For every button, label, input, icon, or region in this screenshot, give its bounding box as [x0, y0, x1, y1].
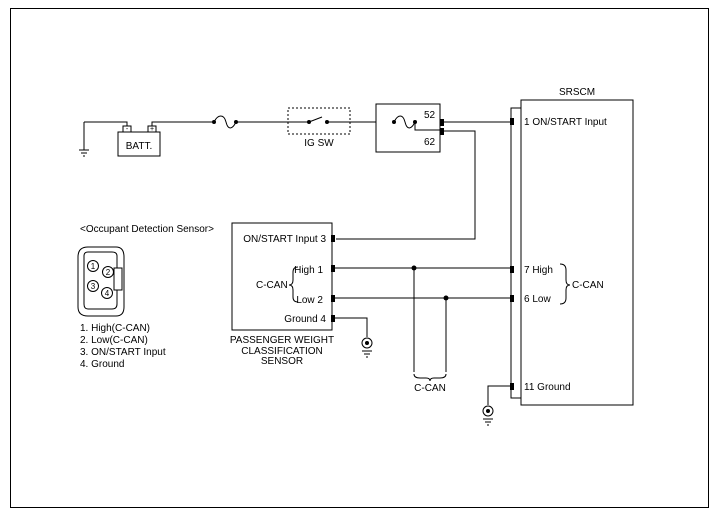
battery: - + BATT. — [117, 125, 161, 157]
srscm-can-label: C-CAN — [572, 280, 604, 291]
sensor-pin-low: Low 2 — [296, 295, 323, 306]
sensor-caption-line-1: PASSENGER WEIGHT — [230, 335, 334, 346]
battery-ground-symbol — [79, 122, 89, 157]
sensor-pin-high: High 1 — [294, 265, 323, 276]
connector-legend-3: 3. ON/START Input — [80, 347, 166, 358]
connector-pin-4: 4 — [105, 289, 110, 298]
srscm-pin-low: 6 Low — [524, 294, 551, 305]
connector-legend-2: 2. Low(C-CAN) — [80, 335, 148, 346]
battery-ground-wire — [84, 121, 128, 126]
connector-pin-3: 3 — [91, 282, 96, 291]
battery-pos-sign: + — [150, 126, 154, 133]
fuse-block-pin-62: 62 — [424, 137, 436, 148]
weight-sensor: ON/START Input 3 High 1 Low 2 Ground 4 C… — [230, 222, 335, 367]
sensor-can-label: C-CAN — [256, 280, 288, 291]
sensor-caption-line-3: SENSOR — [261, 356, 303, 367]
srscm-can-brace — [559, 263, 571, 305]
wire-62-to-sensor — [336, 130, 476, 240]
main-fuse-symbol — [212, 115, 238, 129]
sensor-caption-line-2: CLASSIFICATION — [241, 346, 323, 357]
connector-pin-2: 2 — [106, 268, 111, 277]
connector-face: 1 2 3 4 — [77, 246, 125, 317]
fuse-block: 52 62 — [375, 103, 444, 153]
battery-neg-sign: - — [126, 126, 129, 133]
can-bus-label: C-CAN — [414, 383, 446, 394]
srscm-pin-high: 7 High — [524, 265, 553, 276]
diagram-frame — [10, 8, 709, 508]
ig-switch-label: IG SW — [304, 138, 334, 149]
fuse-block-pin-52: 52 — [424, 110, 436, 121]
srscm-pin-on-start: 1 ON/START Input — [524, 117, 607, 128]
sensor-pin-on-start: ON/START Input 3 — [243, 234, 326, 245]
connector-legend-4: 4. Ground — [80, 359, 124, 370]
connector-title: <Occupant Detection Sensor> — [80, 224, 214, 235]
sensor-ground-symbol — [335, 317, 373, 358]
battery-positive-wire — [151, 121, 212, 126]
srscm-ground-symbol — [482, 385, 510, 426]
can-bus-brace — [413, 373, 447, 382]
connector-pin-1: 1 — [91, 262, 96, 271]
srscm-pin-ground: 11 Ground — [524, 382, 571, 393]
srscm-title: SRSCM — [559, 87, 595, 98]
connector-legend-1: 1. High(C-CAN) — [80, 323, 150, 334]
srscm-module: SRSCM 1 ON/START Input 7 High 6 Low 11 G… — [510, 87, 634, 406]
ig-switch: IG SW — [287, 107, 351, 149]
sensor-pin-ground: Ground 4 — [284, 314, 326, 325]
battery-label: BATT. — [126, 141, 152, 152]
